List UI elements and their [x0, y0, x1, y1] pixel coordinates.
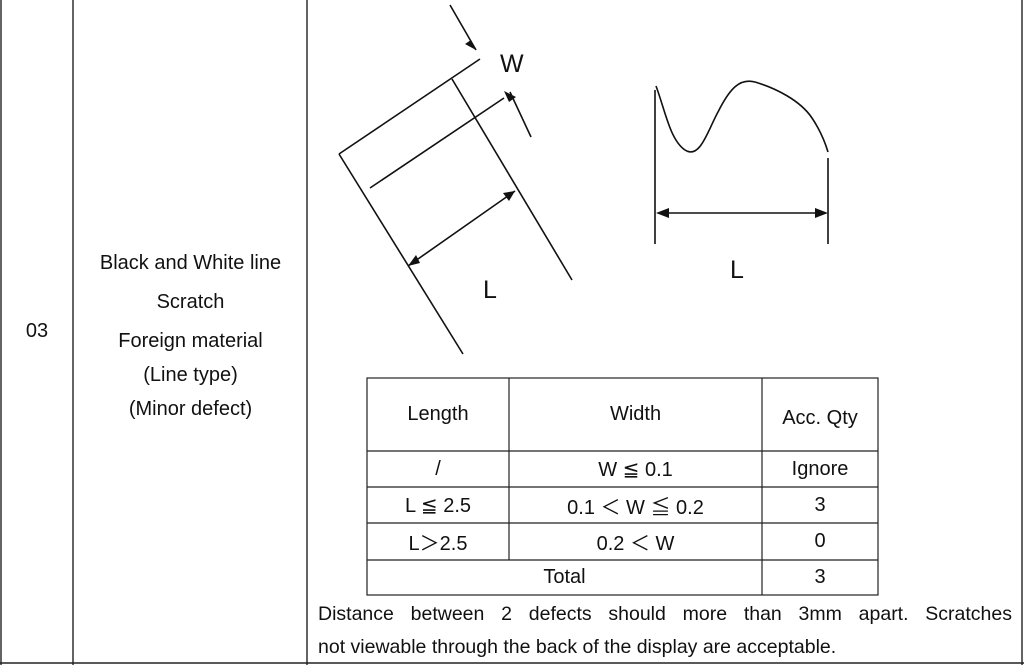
table-row-3-width: 0.2 ＜ W: [596, 533, 675, 555]
defect-type-line-5: (Minor defect): [128, 398, 253, 420]
table-row-2-width: 0.1 ＜ W ≦ 0.2: [567, 496, 704, 519]
note-line-2: not viewable through the back of the dis…: [318, 636, 837, 658]
defect-type-line-1: Black and White line: [99, 252, 282, 274]
curve-length-diagram: [654, 80, 829, 244]
length-label-left: L: [483, 276, 497, 304]
table-row-3-qty: 0: [814, 530, 826, 552]
table-row-1-qty: Ignore: [791, 457, 849, 480]
table-row-2-qty: 3: [814, 493, 826, 516]
header-acc-qty: Acc. Qty: [782, 407, 858, 429]
dimension-arrowheads: [408, 40, 516, 266]
note-line-1: Distance between 2 defects should more t…: [318, 603, 1012, 625]
length-arrowheads: [656, 208, 828, 218]
table-total-label: Total: [543, 566, 586, 588]
header-length: Length: [407, 403, 469, 425]
table-total-value: 3: [814, 566, 826, 588]
table-row-1-length: /: [435, 457, 441, 480]
width-label: W: [500, 50, 524, 78]
defect-type-line-2: Scratch: [156, 291, 225, 313]
defect-type-line-4: (Line type): [143, 364, 238, 386]
table-row-2-length: L ≦ 2.5: [404, 494, 472, 517]
criteria-table-grid: [366, 377, 879, 596]
table-row-3-length: L＞2.5: [408, 533, 468, 555]
scratch-dimension-diagram: [338, 4, 573, 355]
acceptance-note: Distance between 2 defects should more t…: [318, 598, 1012, 664]
header-width: Width: [609, 403, 662, 425]
length-label-right: L: [730, 256, 744, 284]
defect-type-line-3: Foreign material: [118, 330, 263, 352]
table-row-1-width: W ≦ 0.1: [598, 458, 673, 481]
row-number: 03: [25, 319, 49, 342]
